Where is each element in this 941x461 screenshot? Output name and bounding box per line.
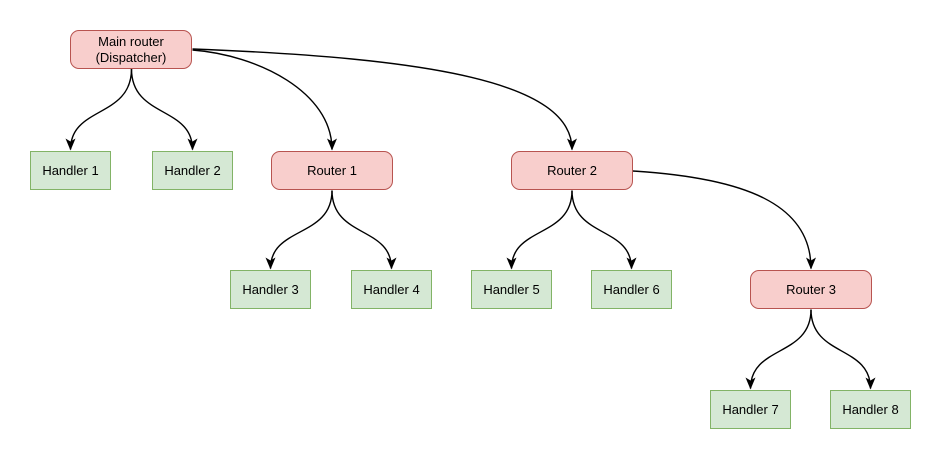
node-label: Handler 3 [242, 281, 299, 297]
node-handler-1: Handler 1 [30, 151, 111, 190]
edge-router-2-to-handler-5 [506, 190, 573, 270]
edge-main-to-handler-2 [130, 68, 198, 151]
node-label: Handler 7 [722, 401, 779, 417]
node-label: Handler 1 [42, 162, 99, 178]
edge-router-1-to-handler-4 [331, 190, 397, 270]
node-label: Handler 6 [603, 281, 660, 297]
node-label: Handler 2 [164, 162, 221, 178]
node-router-3: Router 3 [750, 270, 872, 309]
edge-router-3-to-handler-8 [810, 309, 876, 390]
node-label: Main router (Dispatcher) [95, 33, 167, 65]
node-handler-7: Handler 7 [710, 390, 791, 429]
node-handler-2: Handler 2 [152, 151, 233, 190]
edge-main-to-router-2 [192, 48, 577, 151]
node-router-1: Router 1 [271, 151, 393, 190]
node-label: Router 2 [547, 162, 597, 178]
edge-main-to-handler-1 [65, 68, 133, 151]
node-label: Router 1 [307, 162, 357, 178]
edge-router-3-to-handler-7 [745, 309, 812, 390]
node-handler-4: Handler 4 [351, 270, 432, 309]
node-label: Router 3 [786, 281, 836, 297]
node-label: Handler 4 [363, 281, 420, 297]
edge-router-1-to-handler-3 [265, 190, 333, 270]
node-handler-6: Handler 6 [591, 270, 672, 309]
node-label: Handler 8 [842, 401, 899, 417]
node-handler-3: Handler 3 [230, 270, 311, 309]
node-handler-8: Handler 8 [830, 390, 911, 429]
edge-router-2-to-handler-6 [571, 190, 637, 270]
edge-router-2-to-router-3 [632, 170, 816, 270]
node-handler-5: Handler 5 [471, 270, 552, 309]
edge-main-to-router-1 [192, 49, 337, 151]
node-label: Handler 5 [483, 281, 540, 297]
node-router-2: Router 2 [511, 151, 633, 190]
node-main-router-dispatcher: Main router (Dispatcher) [70, 30, 192, 69]
